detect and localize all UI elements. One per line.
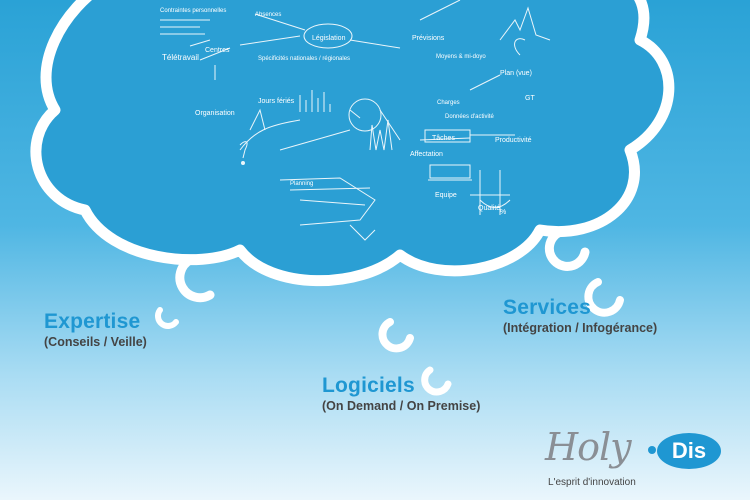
logiciels-block: Logiciels (On Demand / On Premise) [322, 374, 480, 413]
sketch-planning: Planning [290, 181, 313, 187]
sketch-equipe: Equipe [435, 192, 457, 199]
sketch-qualite: Qualité [478, 205, 500, 212]
services-subtitle: (Intégration / Infogérance) [503, 321, 658, 335]
services-title: Services [503, 296, 592, 319]
sketch-taches: Tâches [432, 135, 455, 142]
sketch-charges: Charges [437, 100, 460, 106]
services-block: Services (Intégration / Infogérance) [503, 296, 657, 335]
sketch-legislation: Législation [312, 35, 346, 42]
logo-holy-text: Holy [545, 425, 632, 469]
sketch-absences: Absences [255, 12, 281, 18]
sketch-texts: Législation Centres Télétravail Organisa… [160, 8, 535, 216]
sketch-plan: Plan (vue) [500, 70, 532, 77]
logo-dot-icon [648, 446, 656, 454]
sketch-lines [160, 0, 551, 241]
sketch-pourcentage: % [500, 209, 506, 216]
sketch-jours-feries: Jours fériés [258, 98, 295, 105]
logo-tagline: L'esprit d'innovation [548, 477, 636, 488]
logiciels-subtitle: (On Demand / On Premise) [322, 399, 481, 413]
sketch-specificites: Spécificités nationales / régionales [258, 56, 350, 62]
sketch-moyens: Moyens & mi-doyo [436, 54, 486, 60]
sketch-centres: Centres [205, 47, 230, 54]
logiciels-title: Logiciels [322, 374, 415, 397]
expertise-subtitle: (Conseils / Veille) [44, 335, 147, 349]
sketch-donnees: Données d'activité [445, 114, 495, 120]
sketch-organisation: Organisation [195, 110, 235, 117]
thought-cloud [30, 0, 675, 287]
logo-dis-badge: Dis [657, 433, 721, 469]
expertise-title: Expertise [44, 310, 141, 333]
sketch-teletravail: Télétravail [162, 53, 199, 62]
sketch-previsions: Prévisions [412, 35, 445, 42]
holydis-logo: Holy Dis L'esprit d'innovation [545, 425, 735, 495]
sketch-productivite: Productivité [495, 137, 532, 144]
thought-bubbles [155, 227, 624, 396]
sketch-contraintes: Contraintes personnelles [160, 8, 226, 14]
sketch-gt: GT [525, 95, 535, 102]
expertise-block: Expertise (Conseils / Veille) [44, 310, 147, 349]
sketch-affectation: Affectation [410, 151, 443, 158]
